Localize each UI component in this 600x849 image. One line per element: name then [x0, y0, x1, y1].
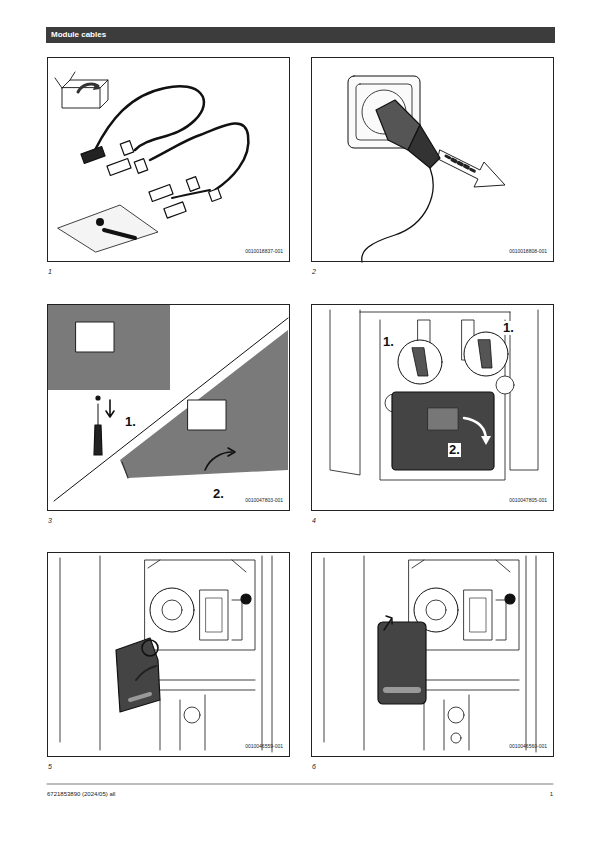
figure-number: 3 — [48, 517, 52, 525]
document-number: 6721853890 (2024/05) all — [47, 791, 115, 798]
figure-number: 4 — [312, 517, 316, 525]
step-number: 1. — [124, 415, 137, 429]
image-code: 0010046560-001 — [509, 744, 547, 750]
title-bar: Module cables — [46, 27, 555, 43]
image-code: 0010018837-001 — [245, 249, 283, 255]
page-number: 1 — [550, 791, 553, 798]
figure-panel: 1.1.2.0010047805-0014 — [311, 304, 554, 511]
step-number: 2. — [212, 487, 225, 501]
step-number: 1. — [382, 335, 395, 349]
step-number: 2. — [448, 443, 461, 457]
figure-number: 1 — [48, 268, 52, 276]
image-code: 0010047805-001 — [509, 498, 547, 504]
figure-number: 2 — [312, 268, 316, 276]
image-code: 0010046559-001 — [245, 744, 283, 750]
page-title: Module cables — [51, 31, 106, 40]
figure-number: 6 — [312, 763, 316, 771]
image-code: 0010047803-001 — [245, 498, 283, 504]
figure-panel: 1.2.0010047803-0013 — [47, 304, 290, 511]
figure-number: 5 — [48, 763, 52, 771]
figure-panel: 0010046560-0016 — [311, 552, 554, 757]
image-code: 0010018808-001 — [509, 249, 547, 255]
figure-panel: 0010018808-0012 — [311, 57, 554, 262]
step-number: 1. — [502, 321, 515, 335]
figure-panel: 0010046559-0015 — [47, 552, 290, 757]
figure-panel: 0010018837-0011 — [47, 57, 290, 262]
